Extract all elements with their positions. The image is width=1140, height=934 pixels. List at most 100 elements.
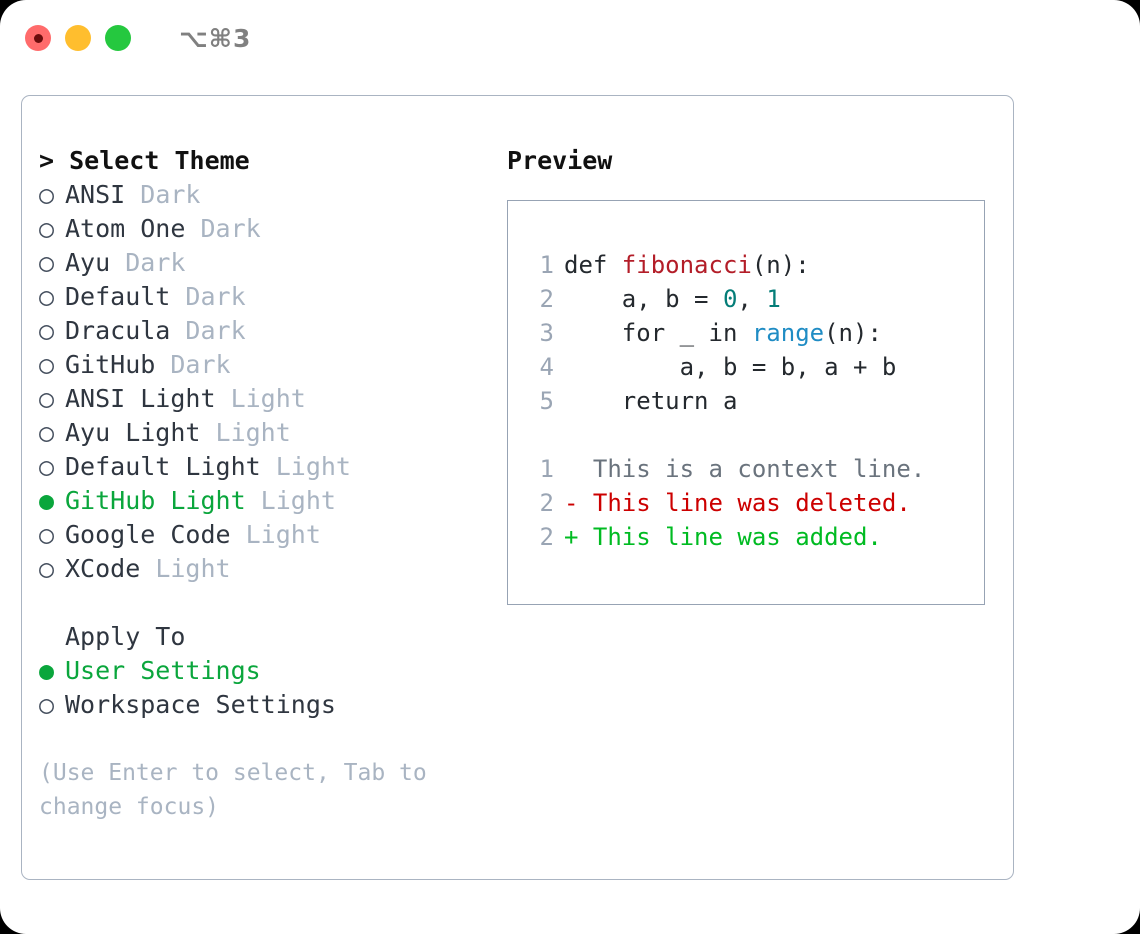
code-token-add: + This line was added. bbox=[564, 523, 882, 551]
radio-selected-icon: ● bbox=[39, 486, 55, 515]
diff-sample: 1 This is a context line. 2 - This line wa… bbox=[528, 452, 984, 554]
line-number: 4 bbox=[539, 353, 554, 381]
line-number: 2 bbox=[539, 285, 554, 313]
line-number: 1 bbox=[539, 251, 554, 279]
theme-option-label: Ayu Light bbox=[65, 418, 216, 447]
apply-to-option-user-settings[interactable]: ● User Settings bbox=[39, 654, 507, 688]
theme-variant-tag: Dark bbox=[185, 282, 246, 311]
theme-variant-tag: Light bbox=[215, 418, 291, 447]
theme-variant-tag: Light bbox=[275, 452, 351, 481]
diff-line: 1 This is a context line. bbox=[528, 452, 984, 486]
radio-unselected-icon: ○ bbox=[39, 418, 55, 447]
code-line: 5 return a bbox=[528, 384, 984, 418]
theme-option-ayu-light[interactable]: ○ Ayu Light Light bbox=[39, 416, 507, 450]
theme-option-github-light[interactable]: ● GitHub Light Light bbox=[39, 484, 507, 518]
code-token-plain: return a bbox=[564, 387, 738, 415]
theme-variant-tag: Dark bbox=[185, 316, 246, 345]
theme-option-google-code[interactable]: ○ Google Code Light bbox=[39, 518, 507, 552]
theme-option-label: Atom One bbox=[65, 214, 201, 243]
theme-option-ansi-light[interactable]: ○ ANSI Light Light bbox=[39, 382, 507, 416]
radio-unselected-icon: ○ bbox=[39, 384, 55, 413]
theme-option-label: Dracula bbox=[65, 316, 186, 345]
code-token-plain: a, b = bbox=[564, 285, 723, 313]
theme-variant-tag: Dark bbox=[140, 180, 201, 209]
code-token-num: 1 bbox=[766, 285, 781, 313]
line-number: 2 bbox=[539, 523, 554, 551]
radio-unselected-icon: ○ bbox=[39, 690, 55, 719]
theme-option-label: ANSI Light bbox=[65, 384, 231, 413]
theme-option-xcode[interactable]: ○ XCode Light bbox=[39, 552, 507, 586]
title-bar: ⌥⌘3 bbox=[0, 0, 1140, 76]
theme-option-label: Default bbox=[65, 282, 186, 311]
close-button-icon[interactable] bbox=[25, 25, 51, 51]
code-line: 2 a, b = 0, 1 bbox=[528, 282, 984, 316]
code-token-plain: , bbox=[737, 285, 767, 313]
code-token-builtin: range bbox=[751, 319, 825, 347]
theme-option-label: Default Light bbox=[65, 452, 276, 481]
theme-option-default[interactable]: ○ Default Dark bbox=[39, 280, 507, 314]
theme-variant-tag: Light bbox=[245, 520, 321, 549]
line-number: 2 bbox=[539, 489, 554, 517]
code-token-plain: (n): bbox=[824, 319, 882, 347]
theme-option-ayu[interactable]: ○ Ayu Dark bbox=[39, 246, 507, 280]
zoom-button-icon[interactable] bbox=[105, 25, 131, 51]
theme-selection-column: > Select Theme ○ANSI Dark○Atom One Dark○… bbox=[39, 144, 507, 879]
diff-line: 2 + This line was added. bbox=[528, 520, 984, 554]
apply-to-option-workspace-settings[interactable]: ○ Workspace Settings bbox=[39, 688, 507, 722]
apply-to-option-label: Workspace Settings bbox=[65, 690, 336, 719]
radio-unselected-icon: ○ bbox=[39, 452, 55, 481]
theme-option-label: GitHub bbox=[65, 350, 171, 379]
radio-unselected-icon: ○ bbox=[39, 350, 55, 379]
theme-option-github[interactable]: ○ GitHub Dark bbox=[39, 348, 507, 382]
keyboard-hint-text: (Use Enter to select, Tab to change focu… bbox=[39, 760, 427, 820]
radio-unselected-icon: ○ bbox=[39, 316, 55, 345]
theme-variant-tag: Light bbox=[260, 486, 336, 515]
line-number: 1 bbox=[539, 455, 554, 483]
theme-variant-tag: Dark bbox=[125, 248, 186, 277]
theme-variant-tag: Light bbox=[155, 554, 231, 583]
code-token-ctx: This is a context line. bbox=[564, 455, 926, 483]
theme-option-atom-one[interactable]: ○ Atom One Dark bbox=[39, 212, 507, 246]
code-token-plain: (n): bbox=[751, 251, 810, 279]
theme-variant-tag: Dark bbox=[200, 214, 261, 243]
preview-gap bbox=[528, 418, 984, 452]
code-token-num: 0 bbox=[722, 285, 738, 313]
theme-option-dracula[interactable]: ○ Dracula Dark bbox=[39, 314, 507, 348]
apply-to-option-label: User Settings bbox=[65, 656, 261, 685]
minimize-button-icon[interactable] bbox=[65, 25, 91, 51]
theme-option-label: Ayu bbox=[65, 248, 126, 277]
window-controls bbox=[25, 25, 131, 51]
radio-unselected-icon: ○ bbox=[39, 214, 55, 243]
theme-option-label: ANSI bbox=[65, 180, 141, 209]
diff-line: 2 - This line was deleted. bbox=[528, 486, 984, 520]
apply-to-list: ● User Settings ○ Workspace Settings bbox=[39, 654, 507, 722]
radio-unselected-icon: ○ bbox=[39, 180, 55, 209]
theme-list: ○ ANSI Dark ○ Atom One Dark ○ Ayu Dark ○ Defaul… bbox=[39, 178, 507, 586]
main-panel: > Select Theme ○ANSI Dark○Atom One Dark○… bbox=[21, 95, 1014, 880]
preview-header: Preview bbox=[507, 146, 613, 175]
code-line: 4 a, b = b, a + b bbox=[528, 350, 984, 384]
recording-dot-icon bbox=[33, 33, 43, 43]
radio-unselected-icon: ○ bbox=[39, 248, 55, 277]
theme-variant-tag: Dark bbox=[170, 350, 231, 379]
list-spacer bbox=[39, 586, 507, 620]
code-token-del: - This line was deleted. bbox=[564, 489, 911, 517]
theme-option-ansi[interactable]: ○ ANSI Dark bbox=[39, 178, 507, 212]
radio-unselected-icon: ○ bbox=[39, 520, 55, 549]
radio-unselected-icon: ○ bbox=[39, 282, 55, 311]
theme-option-label: GitHub Light bbox=[65, 486, 261, 515]
radio-unselected-icon: ○ bbox=[39, 554, 55, 583]
radio-selected-icon: ● bbox=[39, 656, 55, 685]
theme-option-default-light[interactable]: ○ Default Light Light bbox=[39, 450, 507, 484]
code-token-fn: fibonacci bbox=[621, 251, 752, 279]
theme-option-label: XCode bbox=[65, 554, 156, 583]
keyboard-shortcut-label: ⌥⌘3 bbox=[179, 23, 252, 53]
line-number: 3 bbox=[539, 319, 554, 347]
theme-option-label: Google Code bbox=[65, 520, 246, 549]
theme-variant-tag: Light bbox=[230, 384, 306, 413]
